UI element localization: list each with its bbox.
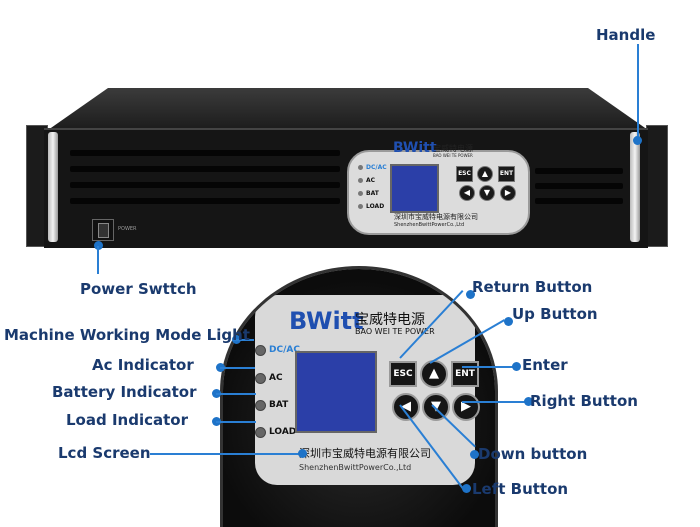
up-callout-dot [504,317,513,326]
brand-en: BAO WEI TE POWER [433,153,473,158]
down-button[interactable]: ▼ [479,185,495,201]
zoom-bat-led-label: BAT [269,400,289,410]
zoom-ac-led-label: AC [269,373,283,383]
power-callout-line [97,246,99,274]
right-callout-dot [524,397,533,406]
handle-callout-dot [633,136,642,145]
power-callout-dot [94,241,103,250]
return-callout-dot [466,290,475,299]
enter-callout-line [462,366,516,368]
brand-cn: 宝威特电源 [433,144,473,153]
zoom-company-cn: 深圳市宝威特电源有限公司 [299,447,431,460]
handle-label: Handle [596,26,656,44]
bat-led-label: BAT [366,190,379,197]
right-button-callout: Right Button [530,392,638,410]
mode-led-label: DC/AC [366,164,387,171]
down-button-callout: Down button [478,445,588,463]
bat-callout-line [216,393,256,395]
load-led [358,204,363,209]
ac-led [358,178,363,183]
right-button[interactable]: ▶ [500,185,516,201]
zoom-load-led [255,427,266,438]
zoom-right-button[interactable]: ▶ [452,393,480,421]
handle-callout-line [637,44,639,140]
power-switch-label: POWER [118,226,137,232]
zoom-brand-cn: 宝威特电源 [355,312,425,328]
ac-indicator-callout: Ac Indicator [92,356,194,374]
left-button[interactable]: ◀ [459,185,475,201]
left-button-callout: Left Button [472,480,569,498]
vent-slot [535,183,623,189]
zoom-ac-led [255,373,266,384]
lcd-callout-line [150,453,300,455]
return-button-callout: Return Button [472,278,593,296]
right-handle [630,132,640,242]
mode-led [358,165,363,170]
zoom-brand-logo: BWitt [289,307,364,335]
vent-slot [70,182,340,188]
up-button-callout: Up Button [512,305,598,323]
zoom-company-en: ShenzhenBwittPowerCo.,Ltd [299,463,412,472]
zoom-mode-led [255,345,266,356]
right-callout-line [462,401,528,403]
enter-button[interactable]: ENT [498,166,515,182]
zoom-load-led-label: LOAD [269,427,297,437]
enter-callout: Enter [522,356,568,374]
zoom-bat-led [255,400,266,411]
company-en: ShenzhenBwittPowerCo.,Ltd [394,222,465,228]
company-cn: 深圳市宝威特电源有限公司 [394,213,478,221]
vent-slot [70,150,340,156]
bat-led [358,191,363,196]
mode-callout-line [232,339,254,341]
zoom-up-button[interactable]: ▲ [420,360,448,388]
zoomed-panel: BWitt 宝威特电源 BAO WEI TE POWER DC/AC AC BA… [220,266,498,527]
left-handle [48,132,58,242]
vent-slot [535,198,623,204]
zoom-esc-button[interactable]: ESC [389,361,417,387]
mode-light-callout: Machine Working Mode Light [4,326,250,344]
vent-slot [70,166,340,172]
zoom-enter-button[interactable]: ENT [451,361,479,387]
lcd-screen-callout: Lcd Screen [58,444,151,462]
battery-indicator-callout: Battery Indicator [52,383,197,401]
esc-button[interactable]: ESC [456,166,473,182]
enter-callout-dot [512,362,521,371]
ac-callout-line [220,367,255,369]
ac-led-label: AC [366,177,376,184]
vent-slot [70,198,340,204]
zoom-mode-led-label: DC/AC [269,345,300,355]
left-callout-dot [462,484,471,493]
lcd-callout-dot [298,449,307,458]
power-switch[interactable] [92,219,114,241]
zoom-left-button[interactable]: ◀ [392,393,420,421]
load-indicator-callout: Load Indicator [66,411,188,429]
control-panel: BWitt 宝威特电源 BAO WEI TE POWER DC/AC AC BA… [347,140,530,235]
down-callout-dot [470,450,479,459]
brand-logo: BWitt [393,140,437,156]
chassis-top [48,88,648,130]
up-button[interactable]: ▲ [477,166,493,182]
zoom-brand-en: BAO WEI TE POWER [355,327,435,336]
vent-slot [535,168,623,174]
lcd-screen [390,164,439,213]
power-switch-callout: Power Swttch [80,280,197,298]
zoomed-face: BWitt 宝威特电源 BAO WEI TE POWER DC/AC AC BA… [255,295,480,485]
right-rack-ear [646,125,668,247]
zoom-lcd-screen [295,351,377,433]
load-led-label: LOAD [366,203,385,210]
load-callout-line [216,421,256,423]
